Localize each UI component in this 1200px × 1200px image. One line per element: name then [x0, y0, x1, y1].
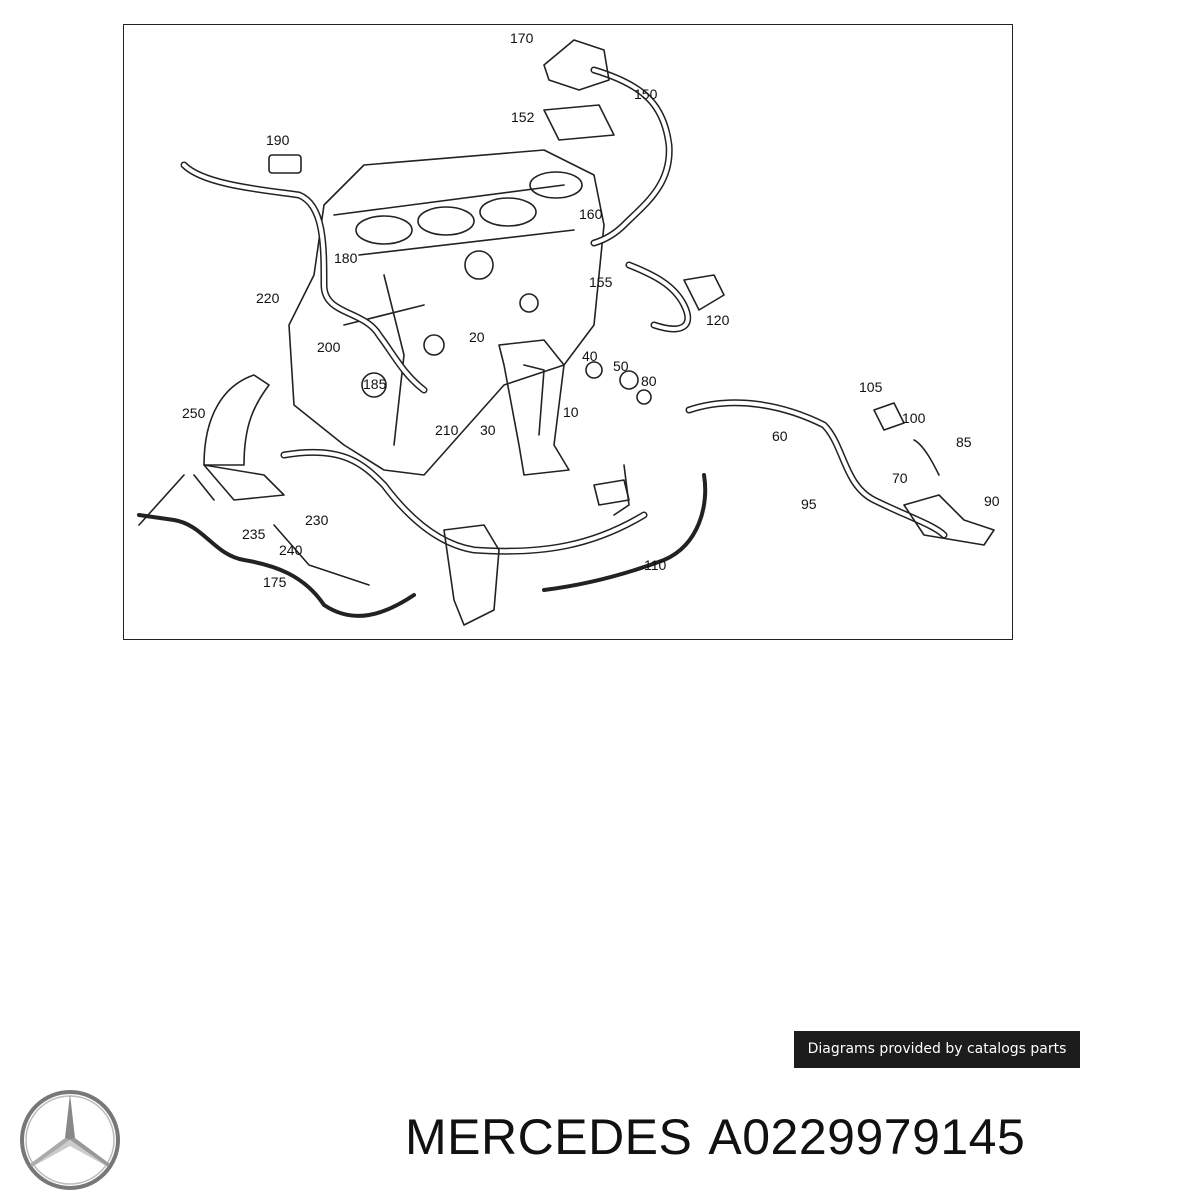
cylinder-3	[479, 197, 537, 227]
housing-170	[543, 39, 610, 91]
engine-block-outline	[288, 149, 605, 476]
cylinder-1	[355, 215, 413, 245]
pump-unit	[443, 524, 500, 626]
callout-85: 85	[956, 434, 972, 450]
callout-labels: 170 150 152 190 160 155 180 220 120 20 2…	[182, 30, 1000, 590]
brand-name: MERCEDES	[405, 1109, 693, 1165]
credit-badge: Diagrams provided by catalogs parts	[794, 1031, 1080, 1068]
callout-160: 160	[579, 206, 603, 222]
callout-60: 60	[772, 428, 788, 444]
callout-210: 210	[435, 422, 459, 438]
callout-100: 100	[902, 410, 926, 426]
callout-30: 30	[480, 422, 496, 438]
callout-250: 250	[182, 405, 206, 421]
hose-main	[280, 448, 648, 555]
callout-200: 200	[317, 339, 341, 355]
callout-110: 110	[644, 557, 667, 573]
part-title: MERCEDES A0229979145	[405, 1108, 1041, 1166]
gasket-152	[543, 104, 615, 141]
callout-95: 95	[801, 496, 817, 512]
pipe-175	[137, 513, 416, 618]
callout-150: 150	[634, 86, 658, 102]
callout-10: 10	[563, 404, 579, 420]
callout-20: 20	[469, 329, 485, 345]
part-number: A0229979145	[708, 1109, 1026, 1165]
cylinder-2	[417, 206, 475, 236]
cylinder-4	[529, 171, 583, 199]
callout-40: 40	[582, 348, 598, 364]
callout-230: 230	[305, 512, 329, 528]
callout-70: 70	[892, 470, 908, 486]
callout-50: 50	[613, 358, 629, 374]
callout-170: 170	[510, 30, 534, 46]
callout-80: 80	[641, 373, 657, 389]
callout-180: 180	[334, 250, 358, 266]
mercedes-star-icon	[20, 1090, 120, 1190]
callout-105: 105	[859, 379, 883, 395]
callout-220: 220	[256, 290, 280, 306]
engine-block-illustration: 170 150 152 190 160 155 180 220 120 20 2…	[137, 30, 1000, 626]
pipe-110	[542, 473, 708, 592]
intake-250	[203, 374, 270, 466]
callout-240: 240	[279, 542, 303, 558]
callout-235: 235	[242, 526, 266, 542]
clip-190	[268, 154, 302, 174]
callout-185: 185	[363, 376, 387, 392]
callout-155: 155	[589, 274, 613, 290]
callout-120: 120	[706, 312, 730, 328]
callout-175: 175	[263, 574, 287, 590]
callout-190: 190	[266, 132, 290, 148]
callout-90: 90	[984, 493, 1000, 509]
parts-diagram: 170 150 152 190 160 155 180 220 120 20 2…	[123, 24, 1013, 640]
oil-cooler-10	[498, 339, 570, 476]
callout-152: 152	[511, 109, 535, 125]
